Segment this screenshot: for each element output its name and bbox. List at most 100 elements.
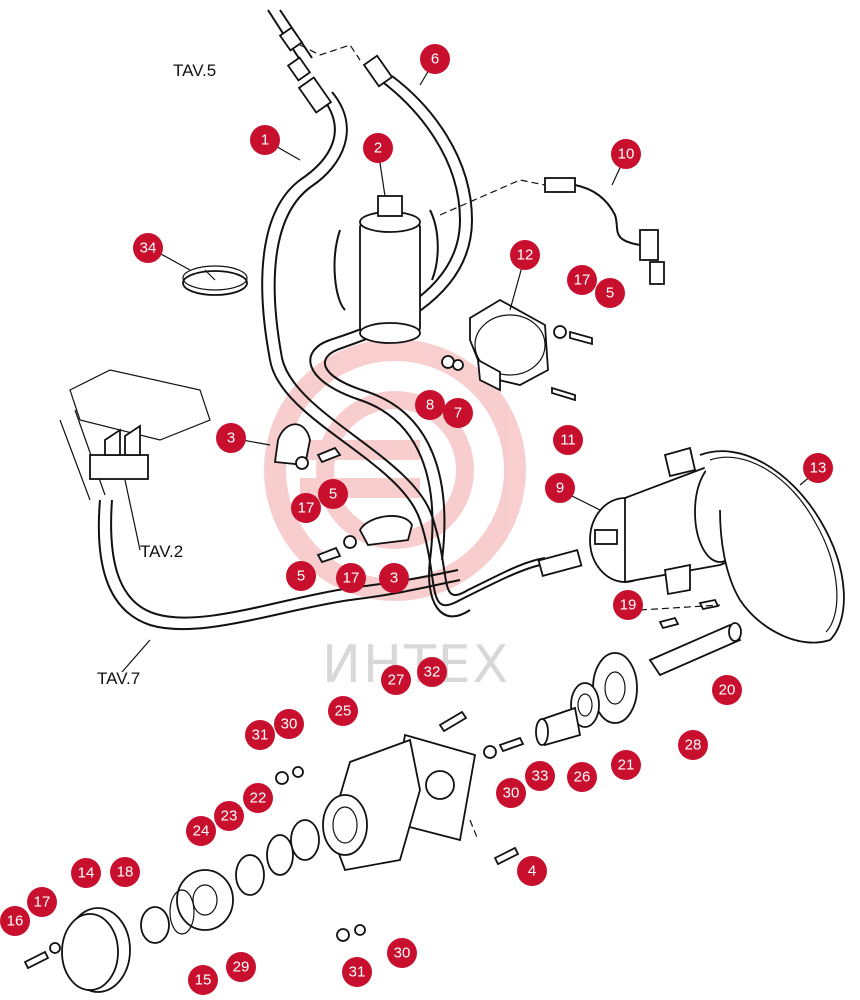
svg-text:20: 20 — [719, 682, 736, 699]
callout-3: 3 — [216, 423, 246, 453]
hose-1 — [261, 94, 541, 607]
callout-30: 30 — [387, 938, 417, 968]
callout-30: 30 — [496, 778, 526, 808]
callout-24: 24 — [186, 816, 216, 846]
svg-text:25: 25 — [335, 703, 352, 720]
callout-28: 28 — [678, 730, 708, 760]
callout-4: 4 — [517, 856, 547, 886]
snap-ring — [169, 889, 195, 935]
svg-text:30: 30 — [503, 785, 520, 802]
callout-31: 31 — [245, 720, 275, 750]
drier-bracket — [441, 298, 593, 402]
callout-5: 5 — [286, 561, 316, 591]
callout-29: 29 — [226, 952, 256, 982]
hose-clamp-lower — [316, 515, 413, 564]
callout-34: 34 — [133, 233, 163, 263]
callout-17: 17 — [336, 563, 366, 593]
svg-text:16: 16 — [7, 913, 24, 930]
upper-pipe-connection — [267, 9, 361, 82]
hose-tav7 — [97, 499, 461, 631]
svg-text:30: 30 — [281, 716, 298, 733]
callout-9: 9 — [545, 473, 575, 503]
svg-text:3: 3 — [227, 430, 235, 447]
svg-text:12: 12 — [517, 247, 534, 264]
receiver-drier — [333, 195, 439, 344]
callout-17: 17 — [27, 887, 57, 917]
svg-text:11: 11 — [560, 432, 576, 449]
svg-text:31: 31 — [252, 727, 269, 744]
svg-text:30: 30 — [394, 945, 411, 962]
svg-text:22: 22 — [250, 790, 267, 807]
svg-text:18: 18 — [117, 864, 134, 881]
svg-text:17: 17 — [574, 272, 591, 289]
hose-clamp-upper — [273, 423, 342, 470]
svg-text:17: 17 — [343, 570, 360, 587]
svg-text:15: 15 — [195, 972, 212, 989]
pulley-bolt — [23, 942, 61, 970]
lower-washers — [336, 924, 366, 942]
callout-5: 5 — [318, 479, 348, 509]
svg-text:23: 23 — [221, 808, 238, 825]
callout-13: 13 — [803, 453, 833, 483]
callout-17: 17 — [567, 265, 597, 295]
clamp-ring — [182, 265, 248, 296]
hose-6 — [309, 79, 471, 618]
svg-text:19: 19 — [620, 597, 637, 614]
callout-16: 16 — [0, 906, 30, 936]
callout-11: 11 — [553, 425, 583, 455]
pulley-hub — [176, 869, 234, 931]
gear — [592, 652, 638, 724]
callout-33: 33 — [525, 761, 555, 791]
callout-5: 5 — [595, 278, 625, 308]
svg-text:33: 33 — [532, 768, 549, 785]
drive-belt — [699, 450, 845, 644]
callout-25: 25 — [328, 696, 358, 726]
svg-text:27: 27 — [388, 672, 405, 689]
housing-bolts — [438, 710, 525, 866]
callout-23: 23 — [214, 801, 244, 831]
housing — [322, 738, 421, 872]
pressure-switch-harness — [439, 177, 665, 285]
svg-text:29: 29 — [233, 959, 250, 976]
svg-text:3: 3 — [390, 570, 398, 587]
shaft — [639, 598, 742, 677]
ref-tav5: TAV.5 — [173, 61, 216, 80]
svg-text:6: 6 — [431, 51, 439, 68]
callout-22: 22 — [243, 783, 273, 813]
svg-text:31: 31 — [349, 964, 366, 981]
svg-text:7: 7 — [454, 405, 462, 422]
spacer — [535, 706, 582, 747]
ref-tav7: TAV.7 — [97, 669, 140, 688]
svg-text:10: 10 — [618, 146, 635, 163]
svg-text:32: 32 — [424, 664, 441, 681]
callout-18: 18 — [110, 857, 140, 887]
svg-text:4: 4 — [528, 863, 536, 880]
seal-rings — [235, 766, 320, 896]
callout-21: 21 — [611, 750, 641, 780]
callout-14: 14 — [71, 858, 101, 888]
watermark-logo — [264, 339, 526, 601]
pulley — [61, 907, 131, 993]
hub-nut — [140, 906, 170, 944]
callout-30: 30 — [274, 709, 304, 739]
svg-text:5: 5 — [329, 486, 337, 503]
svg-text:5: 5 — [606, 285, 614, 302]
left-fitting-block — [59, 369, 211, 501]
callout-32: 32 — [417, 657, 447, 687]
svg-text:34: 34 — [140, 240, 157, 257]
watermark-text: ИНТЕХ — [322, 635, 510, 695]
svg-text:21: 21 — [618, 757, 635, 774]
callout-31: 31 — [342, 957, 372, 987]
svg-text:26: 26 — [574, 769, 591, 786]
callout-1: 1 — [250, 125, 280, 155]
svg-text:1: 1 — [261, 132, 269, 149]
bearing — [570, 682, 600, 728]
svg-text:17: 17 — [34, 894, 51, 911]
callout-8: 8 — [415, 390, 445, 420]
callout-6: 6 — [420, 44, 450, 74]
callout-17: 17 — [291, 493, 321, 523]
svg-text:14: 14 — [78, 865, 95, 882]
svg-text:8: 8 — [426, 397, 434, 414]
svg-text:24: 24 — [193, 823, 210, 840]
svg-text:9: 9 — [556, 480, 564, 497]
